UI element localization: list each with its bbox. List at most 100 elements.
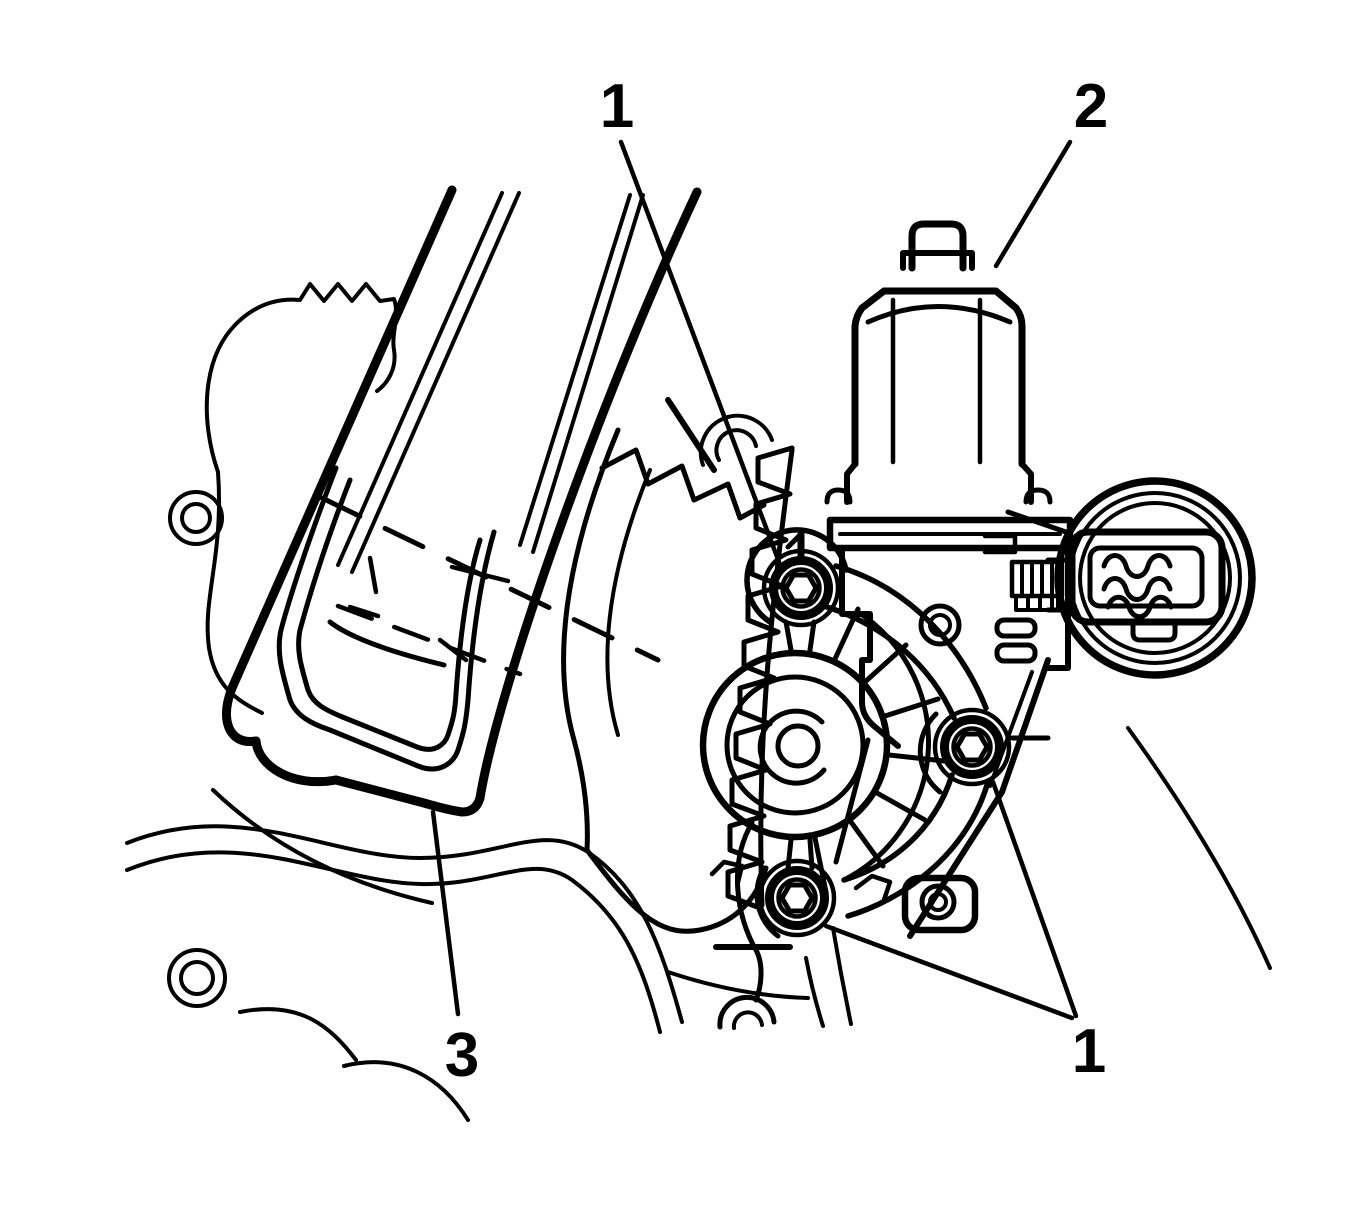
sector-gear xyxy=(561,427,893,1003)
callout-1-bottom: 1 xyxy=(1072,1017,1106,1086)
motor-cap xyxy=(908,220,967,272)
panel-bottom-bump-inner xyxy=(731,1010,764,1030)
panel-hole-lower-inner xyxy=(179,960,215,996)
gearbox-lower-edge-left xyxy=(833,737,871,865)
callout-labels: 1 2 3 1 xyxy=(445,72,1108,1090)
terminal-wave-1 xyxy=(1101,553,1173,579)
rail-bottom-edge xyxy=(331,775,485,817)
bracket-crescent-top-outer xyxy=(833,563,989,711)
top-bolt-tab-flag xyxy=(785,531,804,550)
spoke xyxy=(874,790,928,823)
leader-line-1-top xyxy=(618,139,785,573)
panel-lower-right-curve-2 xyxy=(831,926,853,1026)
rail-right-edge xyxy=(475,187,702,803)
drum-to-top-bolt-link-1 xyxy=(783,619,794,653)
rail-cup-outer-wall xyxy=(276,465,497,772)
panel-bottom-bump-outer xyxy=(717,994,777,1030)
motor-cap-collar xyxy=(900,250,975,271)
electrical-connector xyxy=(1045,477,1256,679)
bolt-washer xyxy=(932,707,1012,787)
arm-hook-detail-right xyxy=(853,873,893,903)
leader-line-1-bottom-a xyxy=(990,779,1079,1019)
spoke xyxy=(863,642,909,684)
callout-leaders xyxy=(430,139,1079,1021)
regulator-arm-inner-line xyxy=(605,468,652,737)
sector-gear-root-arc xyxy=(758,447,795,908)
housing-slot-upper xyxy=(994,617,1038,639)
spoke xyxy=(882,696,941,719)
panel-lower-right-curve-1 xyxy=(804,956,825,1028)
rail-hidden-line-1 xyxy=(319,495,661,663)
rail-hidden-line-2 xyxy=(335,603,523,677)
bolt-hex-socket xyxy=(783,572,819,604)
bolt-washer xyxy=(757,858,837,938)
bolt-head-ring xyxy=(765,866,829,930)
panel-swage-line-2 xyxy=(125,850,662,1034)
bolt-hex-socket xyxy=(954,731,990,763)
drum-hub xyxy=(775,723,821,769)
motor-body-outline xyxy=(851,287,1026,468)
connector-grommet-inner xyxy=(1078,501,1232,655)
bolt-socket-rim xyxy=(780,567,822,609)
plate-spokes xyxy=(812,606,947,895)
rail-cup-inner-wall xyxy=(296,477,483,752)
bolt-washer xyxy=(761,548,841,628)
mounting-bolt-top xyxy=(761,548,841,628)
drum-to-top-bolt-link-2 xyxy=(807,619,817,653)
callout-3: 3 xyxy=(445,1021,479,1090)
bolt-head-ring xyxy=(769,556,833,620)
plate-to-connector-slope xyxy=(1005,509,1069,535)
leader-line-1-bottom-b xyxy=(823,923,1075,1021)
panel-bottom-center-curve xyxy=(666,970,810,1000)
rail-detail-tick-1 xyxy=(347,604,381,619)
bolt-hex-socket xyxy=(779,882,815,914)
connector-bottom-tab xyxy=(1130,619,1178,643)
rail-inner-line-right-2 xyxy=(531,193,645,554)
mounting-bolt-bottom xyxy=(757,858,837,938)
bracket-crescent-bottom-outer xyxy=(845,779,991,919)
terminal-wave-3 xyxy=(1105,594,1174,620)
bolt-head-ring xyxy=(940,715,1004,779)
arm-lower-contour xyxy=(735,820,764,1003)
motor-base-bump-right xyxy=(1023,487,1053,505)
gearbox-housing-right xyxy=(1045,545,1071,671)
panel-jagged-cutout xyxy=(204,282,399,474)
spoke xyxy=(848,819,886,869)
rail-inner-line-left-2 xyxy=(350,191,521,574)
arm-edge-segment xyxy=(665,397,717,473)
drum-inner-circle xyxy=(724,674,866,816)
tab-hole-outer xyxy=(919,883,957,921)
tab-hole-inner xyxy=(928,892,948,912)
rail-left-edge xyxy=(222,185,457,746)
callout-1-top: 1 xyxy=(600,72,634,141)
housing-bottom-tab xyxy=(901,874,979,934)
terminal-wave-2 xyxy=(1101,576,1173,602)
rail-cup-cross-line xyxy=(327,619,447,668)
panel-swage-line-1 xyxy=(125,824,684,1024)
bracket-crescent-bottom-inner xyxy=(841,772,955,883)
drum-hub-arc xyxy=(757,708,827,786)
connector-plug-outer xyxy=(1068,528,1226,626)
connector-plug-inner xyxy=(1087,545,1205,609)
housing-slot-lower xyxy=(994,642,1038,664)
leader-line-2 xyxy=(993,139,1073,269)
spoke xyxy=(886,752,947,764)
panel-right-edge-curve xyxy=(1126,726,1272,970)
bolt-socket-rim xyxy=(951,726,993,768)
rail-inner-line-right-1 xyxy=(518,193,632,547)
panel-hole-lower-outer xyxy=(167,948,227,1008)
panel-hole-upper-inner xyxy=(180,502,212,534)
rail-bottom-bump xyxy=(251,736,341,787)
motor-body-top-curve xyxy=(865,304,1013,325)
gearbox-housing-left xyxy=(839,545,901,749)
panel-bottom-arc xyxy=(211,788,434,905)
rail-inner-line-left-1 xyxy=(336,191,504,567)
leader-line-3 xyxy=(430,809,461,1017)
panel-lower-left-curve-2 xyxy=(342,1060,470,1122)
bolt-socket-rim xyxy=(776,877,818,919)
bracket-lobe-right-bolt xyxy=(917,711,943,795)
gearbox-plate-detail xyxy=(982,533,1018,555)
window-guide-rail xyxy=(222,185,702,817)
regulator-arm-contour xyxy=(561,427,769,934)
